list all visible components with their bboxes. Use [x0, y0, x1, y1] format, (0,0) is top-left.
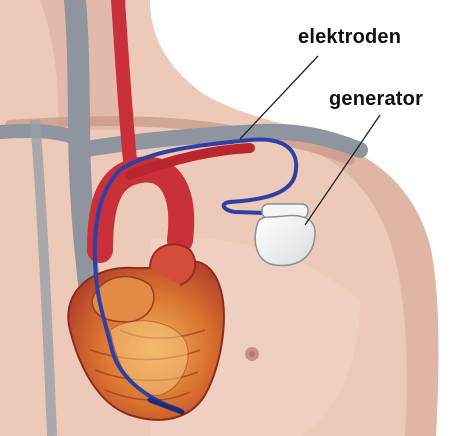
electrodes-label: elektroden [298, 26, 401, 49]
generator [255, 204, 315, 265]
generator-label: generator [329, 88, 423, 111]
torso [0, 0, 438, 436]
nipple-center [249, 351, 255, 357]
